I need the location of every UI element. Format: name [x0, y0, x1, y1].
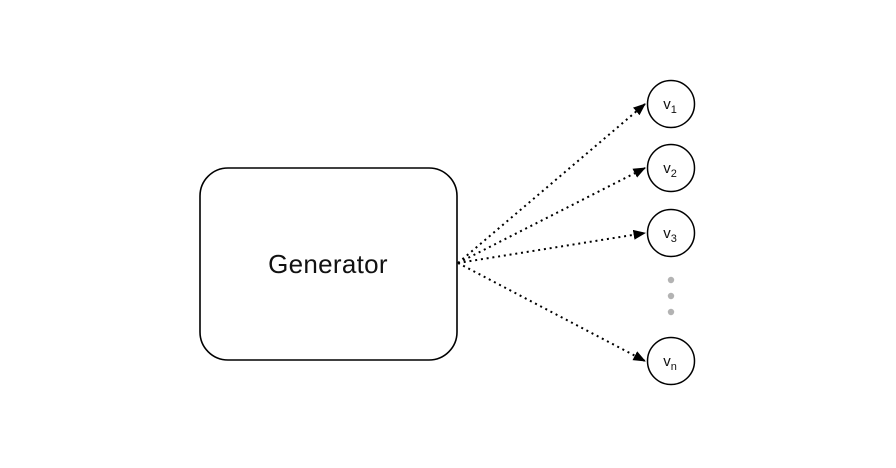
node-circle-v3	[646, 208, 696, 258]
node-label-vn: vn	[663, 353, 677, 373]
node-label-v1-sub: 1	[671, 104, 677, 116]
arrow-to-v3	[457, 229, 646, 264]
arrow-group	[457, 103, 646, 362]
node-label-v3-sub: 3	[671, 233, 677, 245]
arrow-to-v2	[457, 167, 646, 264]
ellipsis-dot-3	[667, 308, 675, 316]
node-label-v3: v3	[663, 225, 677, 245]
node-circle-vn	[646, 336, 696, 386]
node-label-v2-base: v	[663, 160, 671, 177]
node-label-v3-base: v	[663, 225, 671, 242]
ellipsis-dot-2	[667, 292, 675, 300]
node-v3: v3	[646, 208, 696, 258]
vertical-ellipsis	[667, 276, 675, 316]
node-vn: vn	[646, 336, 696, 386]
generator-box	[199, 167, 458, 361]
node-v2: v2	[646, 143, 696, 193]
node-v1: v1	[646, 79, 696, 129]
node-circle-v1	[646, 79, 696, 129]
node-label-v1-base: v	[663, 96, 671, 113]
node-label-vn-base: v	[663, 353, 671, 370]
node-label-v2: v2	[663, 160, 677, 180]
node-label-v1: v1	[663, 96, 677, 116]
node-circle-v2	[646, 143, 696, 193]
arrow-to-vn	[457, 262, 646, 362]
arrow-to-v1	[457, 103, 646, 264]
ellipsis-dot-1	[667, 276, 675, 284]
node-label-v2-sub: 2	[671, 168, 677, 180]
generator-label: Generator	[268, 249, 388, 279]
node-label-vn-sub: n	[671, 361, 677, 373]
